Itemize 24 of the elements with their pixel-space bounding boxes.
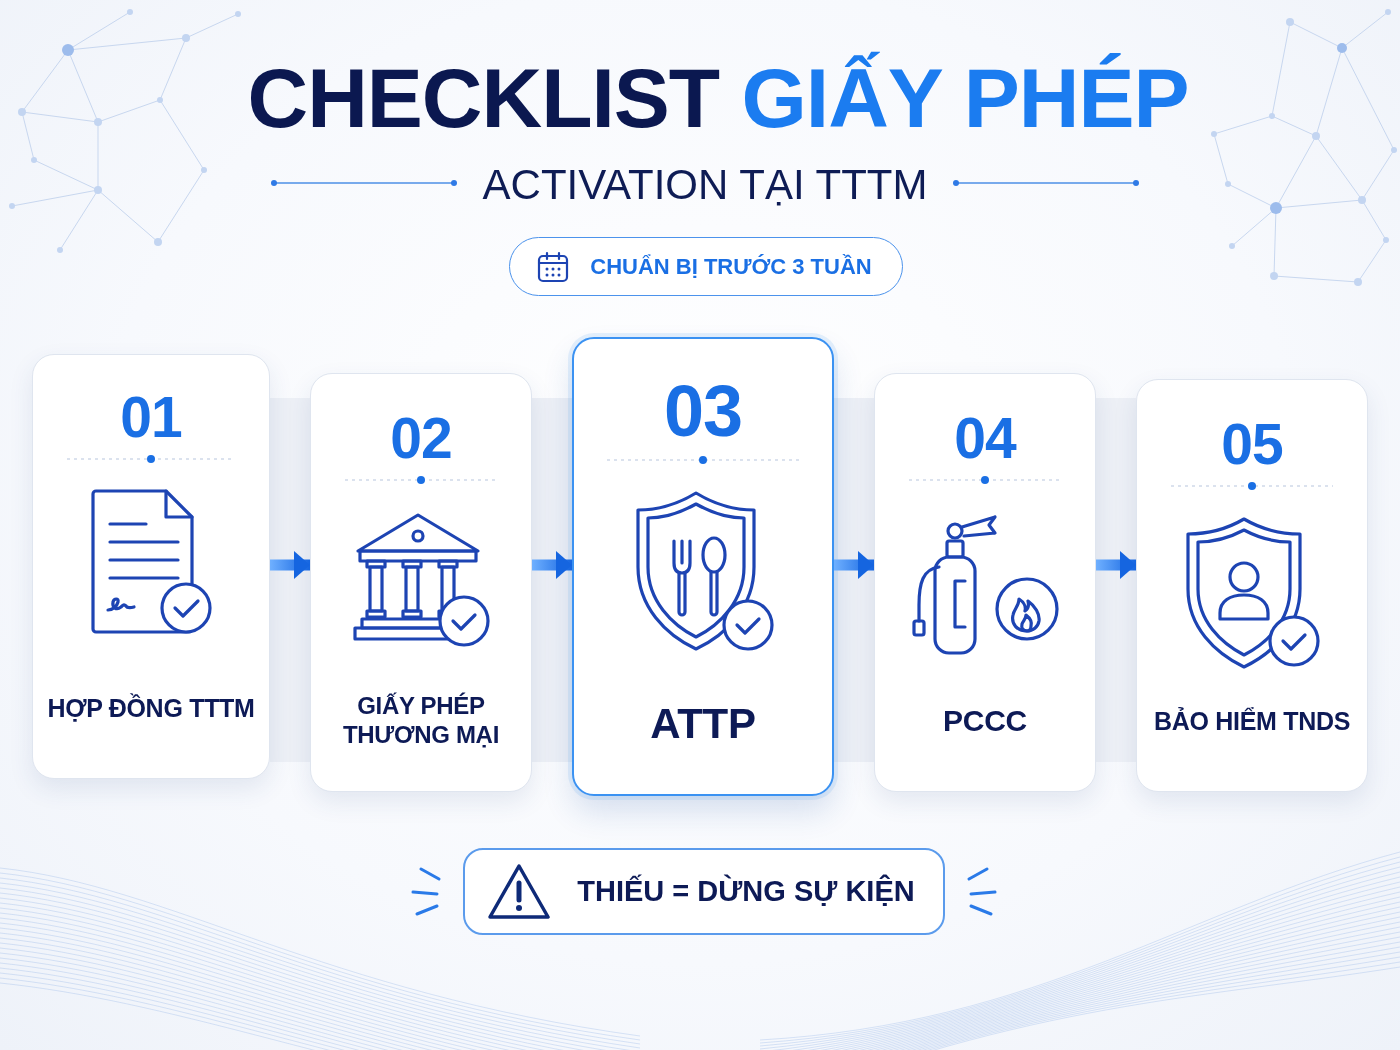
step-label: PCCC bbox=[943, 703, 1027, 739]
arrow bbox=[532, 551, 572, 579]
step-number: 02 bbox=[390, 410, 452, 467]
step-label: BẢO HIỂM TNDS bbox=[1153, 706, 1351, 736]
subtitle: ACTIVATION TẠI TTTM bbox=[482, 160, 928, 210]
step-number: 03 bbox=[663, 375, 743, 447]
step-card bbox=[874, 373, 1096, 792]
arrow bbox=[270, 551, 310, 579]
step-number: 01 bbox=[120, 389, 182, 446]
step-label: HỢP ĐỒNG TTTM bbox=[47, 693, 255, 723]
step-number: 04 bbox=[954, 410, 1016, 467]
step-number: 05 bbox=[1221, 416, 1283, 473]
timing-note: CHUẨN BỊ TRƯỚC 3 TUẦN bbox=[590, 253, 872, 280]
title: CHECKLIST GIẤY PHÉP bbox=[247, 50, 1189, 147]
step-card bbox=[32, 354, 270, 779]
warning-banner bbox=[463, 848, 945, 935]
warning-text: THIẾU = DỪNG SỰ KIỆN bbox=[577, 875, 915, 908]
arrow bbox=[1096, 551, 1136, 579]
step-card bbox=[1136, 379, 1368, 792]
step-label: ATTP bbox=[650, 698, 756, 749]
step-label: GIẤY PHÉP THƯƠNG MẠI bbox=[341, 692, 500, 750]
step-card bbox=[310, 373, 532, 792]
arrow bbox=[834, 551, 874, 579]
step-card bbox=[572, 337, 834, 796]
